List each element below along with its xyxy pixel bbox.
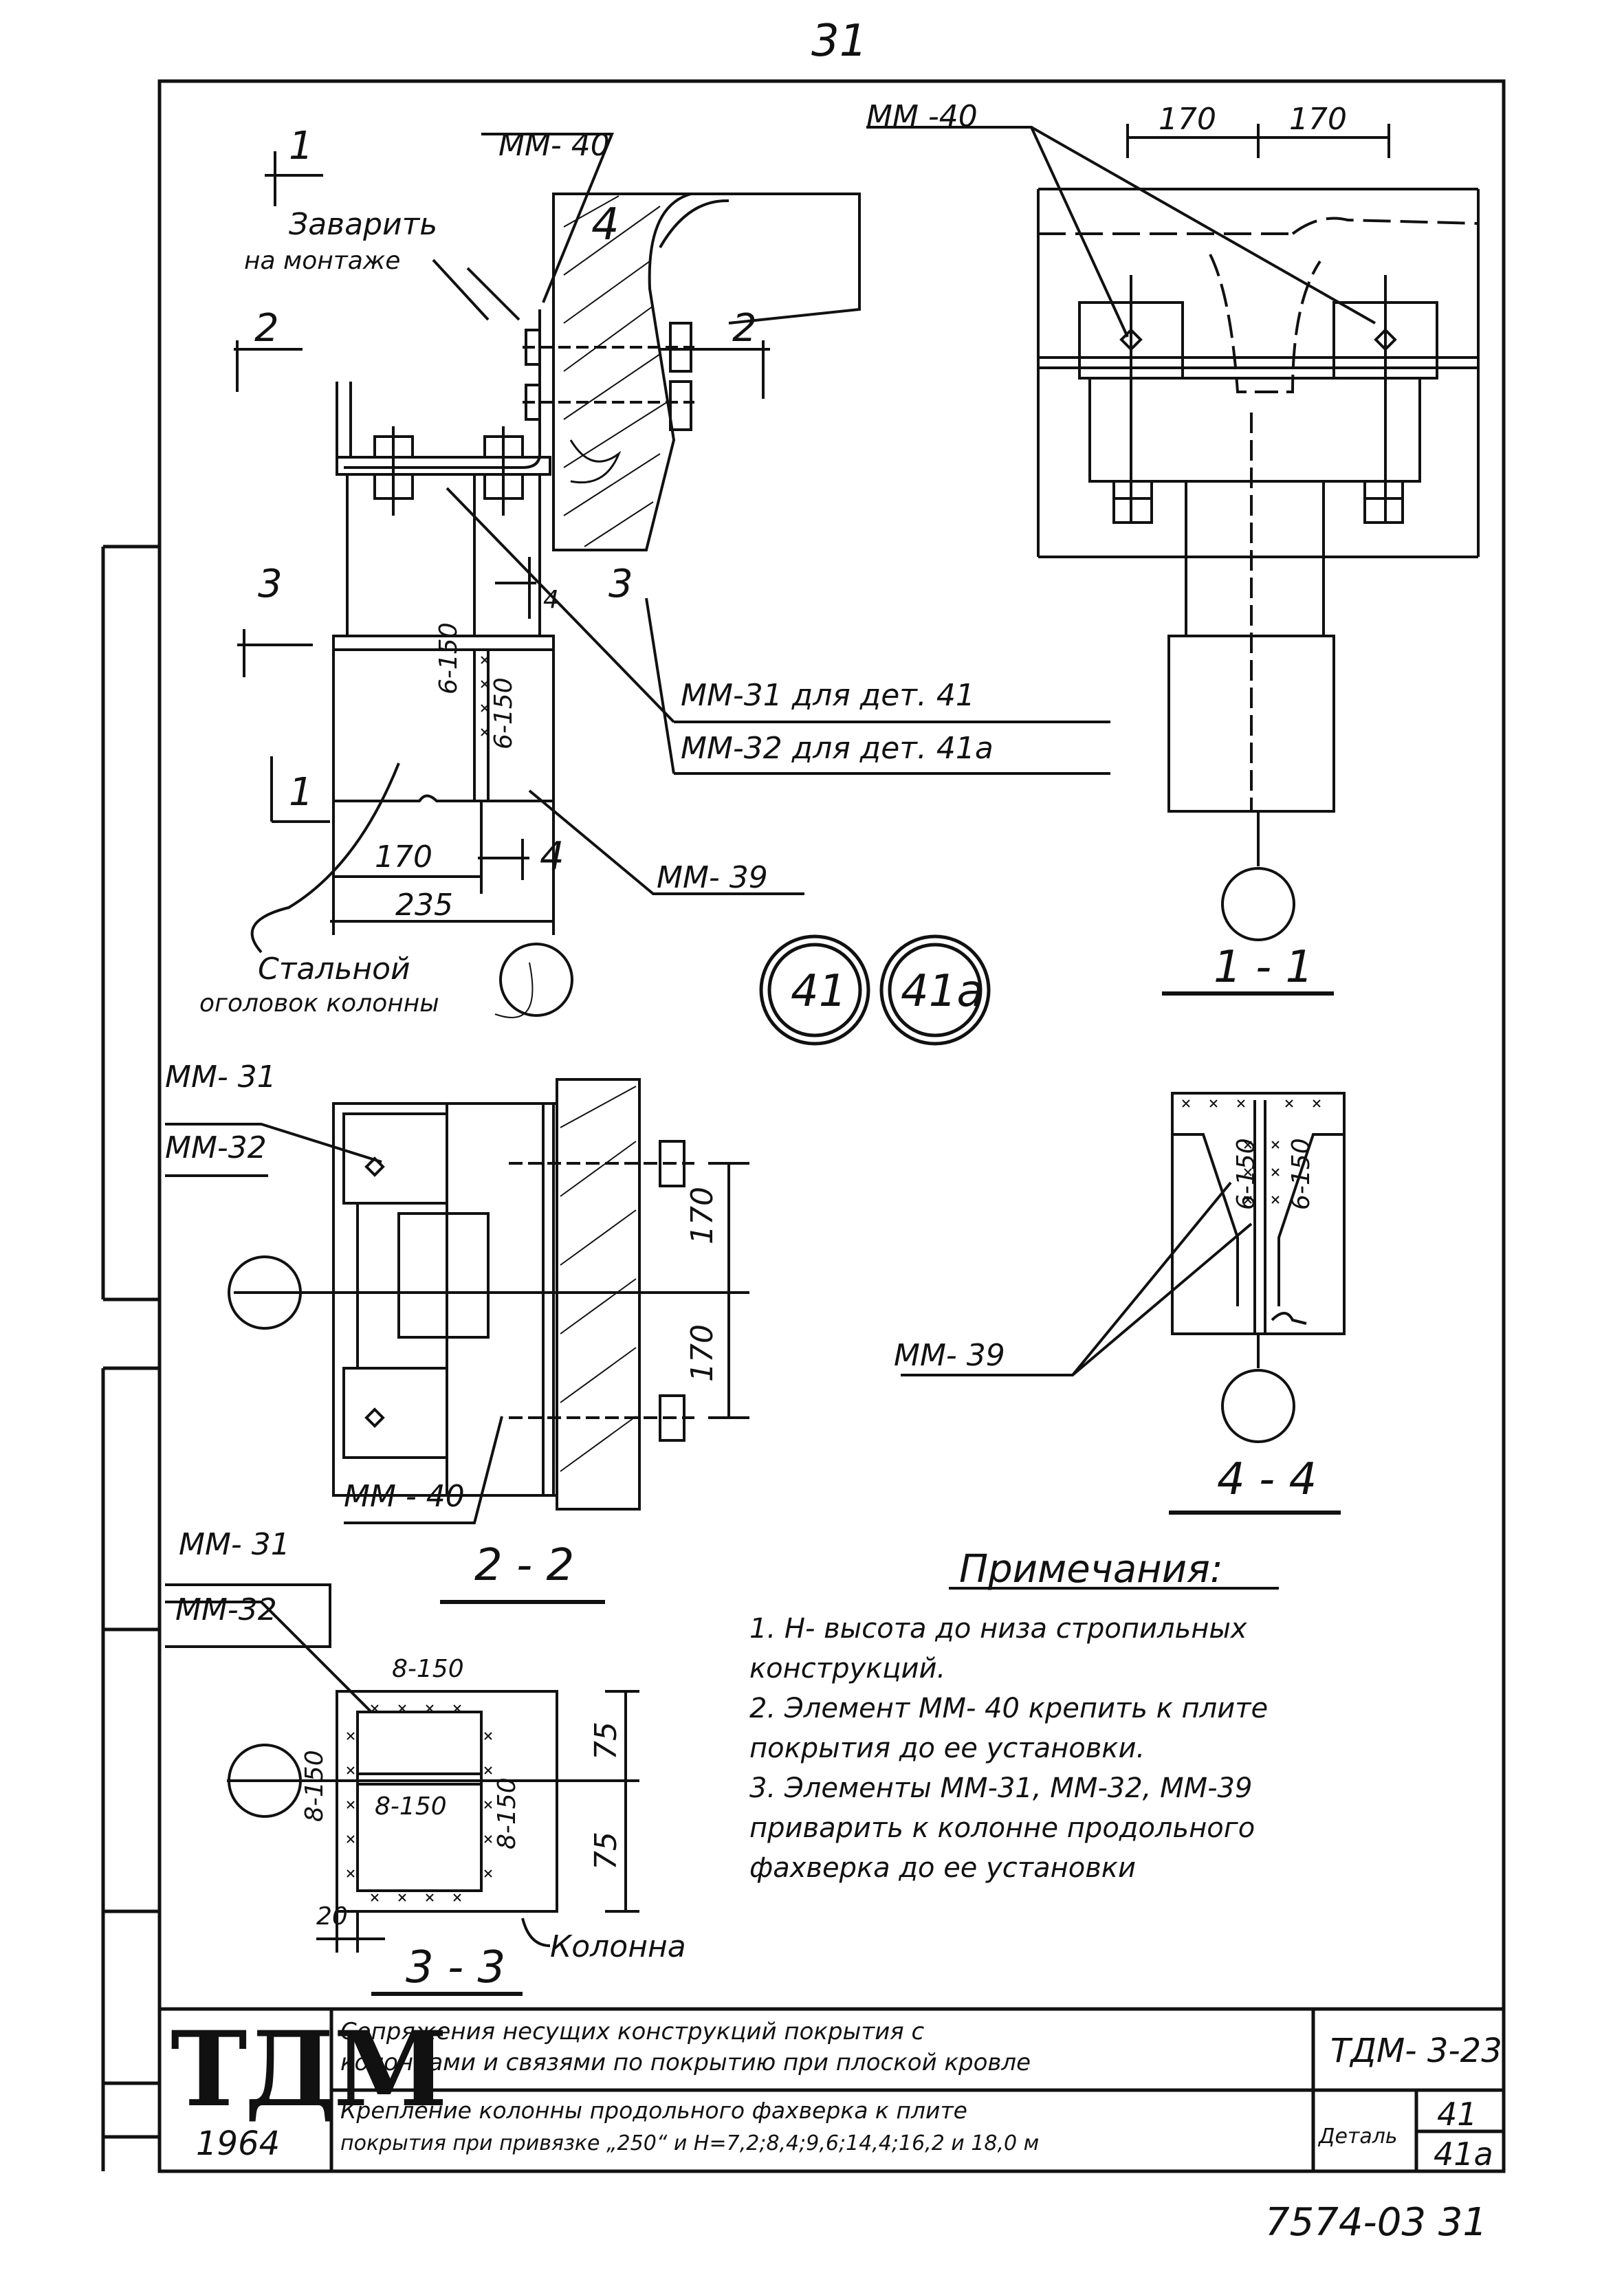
subtitle-line-1: Крепление колонны продольного фахверка к…	[340, 2097, 967, 2124]
dim-235: 235	[395, 888, 453, 923]
dim-75-lower: 75	[589, 1832, 624, 1870]
detail-41a-label: 41а	[901, 966, 984, 1017]
dim-170-main: 170	[375, 839, 432, 875]
title-line-2: колоннами и связями по покрытию при плос…	[340, 2049, 1031, 2076]
section-2-mark-right: 2	[732, 306, 757, 351]
weld-8-150-right: 8-150	[493, 1777, 521, 1849]
label-mm40-bottom: ММ - 40	[344, 1479, 465, 1514]
notes-title: Примечания:	[959, 1547, 1223, 1592]
label-mm32-left: ММ-32	[165, 1130, 267, 1165]
section-3-mark-right: 3	[608, 562, 633, 606]
drawing-frame	[157, 79, 1506, 2173]
section-2-2-column	[332, 1102, 555, 1497]
section-4-4-column	[1171, 1092, 1346, 1335]
dim-170-upper: 170	[685, 1187, 720, 1244]
section-1-1-title: 1 - 1	[1214, 942, 1314, 993]
section-1-mark: 1	[289, 124, 314, 168]
sheet-number: 7574-03 31	[1265, 2200, 1488, 2245]
note-line-6: приварить к колонне продольного	[749, 1812, 1255, 1844]
weld-8-150-left: 8-150	[300, 1750, 329, 1822]
dim-20: 20	[316, 1902, 348, 1931]
note-line-1: 1. Н- высота до низа стропильных	[749, 1613, 1247, 1645]
note-line-4: покрытия до ее установки.	[749, 1733, 1145, 1764]
detail-41-circle	[759, 934, 870, 1046]
note-line-3: 2. Элемент ММ- 40 крепить к плите	[749, 1693, 1269, 1724]
weld-6-150-44b: 6-150	[1287, 1138, 1315, 1210]
detail-label: Деталь	[1319, 2124, 1398, 2149]
label-mm31-det41: ММ-31 для дет. 41	[681, 678, 975, 713]
note-line-2: конструкций.	[749, 1653, 946, 1684]
page-number: 31	[811, 16, 868, 67]
section-4-mark-top: 4	[543, 586, 559, 614]
weld-6-150-44a: 6-150	[1232, 1138, 1260, 1210]
dim-170-lower: 170	[685, 1324, 720, 1382]
weld-6-150-left: 6-150	[435, 622, 463, 694]
label-mm31-left: ММ- 31	[165, 1059, 276, 1095]
detail-41a-circle	[879, 934, 991, 1046]
label-mm39-right: ММ- 39	[894, 1338, 1005, 1373]
drawing-code: ТДМ- 3-23	[1330, 2032, 1502, 2070]
weld-8-150-inner: 8-150	[375, 1792, 447, 1821]
concrete-mark-4: 4	[591, 199, 619, 250]
section-4-4-title: 4 - 4	[1217, 1454, 1317, 1505]
dim-170-a: 170	[1159, 102, 1216, 137]
roof-slab	[552, 193, 692, 551]
label-mm32-det41a: ММ-32 для дет. 41а	[681, 731, 994, 766]
detail-41-label: 41	[791, 966, 847, 1017]
label-column: Колонна	[550, 1929, 686, 1964]
section-3-mark-left: 3	[258, 562, 283, 606]
note-line-7: фахверка до ее установки	[749, 1852, 1136, 1884]
section-3-3-title: 3 - 3	[406, 1942, 506, 1993]
detail-number-41a: 41а	[1434, 2135, 1493, 2173]
label-mm31-low: ММ- 31	[179, 1527, 290, 1562]
dim-170-b: 170	[1289, 102, 1347, 137]
section-4-mark-bottom: 4	[540, 834, 564, 879]
label-mm32-low: ММ-32	[175, 1592, 277, 1627]
weld-8-150-top: 8-150	[392, 1655, 464, 1683]
tdm-logo: ТДМ	[171, 2009, 448, 2130]
label-weld-site: Заварить	[289, 207, 438, 242]
label-steel-cap-2: оголовок колонны	[199, 989, 439, 1018]
cap-plate	[336, 456, 551, 476]
section-2-mark-left: 2	[254, 306, 279, 351]
weld-6-150-right: 6-150	[490, 677, 518, 749]
label-steel-cap-1: Стальной	[258, 952, 410, 987]
section-3-3-plate	[336, 1690, 558, 1913]
detail-number-41: 41	[1437, 2096, 1478, 2133]
notes-list: 1. Н- высота до низа стропильных констру…	[749, 1609, 1268, 1888]
title-line-1: Сопряжения несущих конструкций покрытия …	[340, 2018, 925, 2045]
dim-75-upper: 75	[589, 1722, 624, 1760]
note-line-5: 3. Элементы ММ-31, ММ-32, ММ-39	[749, 1772, 1253, 1804]
label-mm40-top: ММ- 40	[498, 128, 610, 163]
label-mm40-right: ММ -40	[866, 99, 978, 134]
section-2-2-title: 2 - 2	[474, 1540, 575, 1591]
label-mm39-main: ММ- 39	[657, 860, 768, 895]
title-year: 1964	[196, 2124, 281, 2163]
label-on-site: на монтаже	[244, 247, 401, 275]
subtitle-line-2: покрытия при привязке „250“ и Н=7,2;8,4;…	[340, 2131, 1040, 2155]
steel-column-cap	[332, 635, 555, 651]
section-1-mark-bottom: 1	[289, 770, 314, 815]
